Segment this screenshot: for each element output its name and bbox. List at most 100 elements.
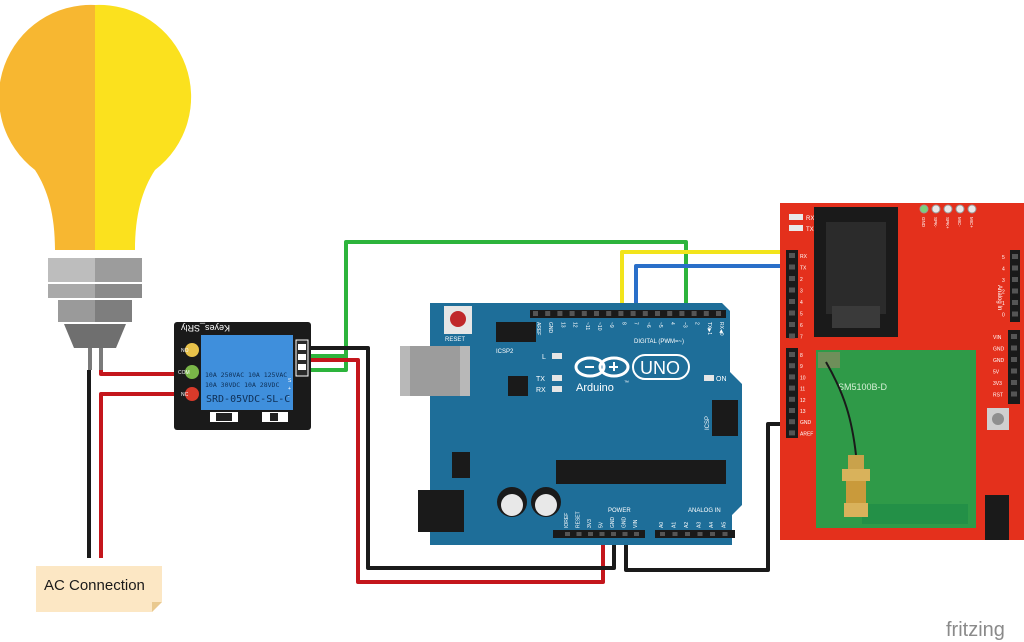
gsm-analog-pin-label: 2 bbox=[1002, 290, 1005, 296]
wire-relay-nc-to-ac bbox=[99, 392, 188, 558]
gsm-analog-pin-socket bbox=[1012, 254, 1018, 259]
gsm-lower-pin-label: GND bbox=[800, 420, 812, 426]
gsm-analog-pin-socket bbox=[1012, 265, 1018, 271]
gsm-left-pin-label: 3 bbox=[800, 289, 803, 295]
arduino-brand-label: Arduino bbox=[576, 382, 614, 394]
gsm-right-pin-label: GND bbox=[993, 347, 1005, 353]
gsm-left-pin-socket bbox=[789, 333, 795, 339]
arduino-tm-label: ™ bbox=[624, 380, 629, 386]
antenna-connector-icon bbox=[842, 455, 870, 517]
gsm-left-pin-label: RX bbox=[800, 254, 808, 260]
analog-pin-socket bbox=[685, 532, 690, 536]
led-l-label: L bbox=[542, 354, 546, 361]
digital-pin-socket bbox=[581, 311, 587, 316]
power-pin-socket bbox=[611, 532, 616, 536]
gsm-chip-label: SM5100B-D bbox=[838, 382, 888, 392]
power-pin-socket bbox=[634, 532, 639, 536]
gsm-lower-pin-socket bbox=[789, 363, 795, 369]
wire-gsm-gnd bbox=[624, 422, 792, 572]
gsm-right-pin-label: GND bbox=[993, 358, 1005, 364]
digital-pin-label: TX▶1 bbox=[706, 322, 712, 335]
relay-pin-nc: NC bbox=[181, 392, 189, 398]
power-jack bbox=[418, 490, 464, 532]
power-pin-socket bbox=[622, 532, 628, 536]
icsp2-label: ICSP2 bbox=[496, 349, 514, 355]
gsm-left-pin-socket bbox=[789, 299, 795, 304]
gsm-left-pin-label: TX bbox=[800, 266, 807, 272]
relay-terminal-nc bbox=[185, 387, 199, 401]
gsm-left-pin-label: 2 bbox=[800, 277, 803, 283]
wire-relay-gnd bbox=[304, 346, 616, 570]
gsm-audio-pin bbox=[931, 204, 941, 214]
digital-pin-label: GND bbox=[547, 322, 553, 334]
gsm-analog-pin-label: 3 bbox=[1002, 278, 1005, 284]
gsm-right-pin-socket bbox=[1011, 357, 1017, 362]
digital-pin-label: ~10 bbox=[596, 322, 602, 331]
relay-pin-com: COM bbox=[178, 370, 190, 376]
gsm-analog-pin-label: 0 bbox=[1002, 313, 1005, 319]
gsm-analog-pin-socket bbox=[1012, 288, 1018, 294]
gsm-left-pin-label: 6 bbox=[800, 323, 803, 329]
analog-pin-label: A4 bbox=[709, 522, 715, 528]
analog-pin-label: A0 bbox=[659, 522, 665, 528]
gsm-lower-pin-socket bbox=[789, 408, 795, 413]
ac-connection-label: AC Connection bbox=[44, 577, 145, 594]
gsm-lower-pin-socket bbox=[789, 419, 795, 425]
arduino-model-label: UNO bbox=[640, 358, 680, 378]
gsm-analog-pin-label: 4 bbox=[1002, 267, 1005, 273]
gsm-left-pin-socket bbox=[789, 322, 795, 327]
gsm-analog-pin-label: 1 bbox=[1002, 301, 1005, 307]
digital-pin-socket bbox=[545, 311, 551, 316]
gsm-right-pin-socket bbox=[1011, 380, 1017, 385]
gsm-audio-pin-label: SPK+ bbox=[945, 217, 950, 229]
power-label: POWER bbox=[608, 508, 631, 514]
digital-pin-socket bbox=[716, 311, 721, 316]
wire-bulb-to-relay-com bbox=[99, 370, 188, 376]
wire-yellow-rx bbox=[620, 250, 792, 313]
digital-pin-socket bbox=[594, 311, 599, 316]
analog-label: ANALOG IN bbox=[688, 508, 721, 514]
gsm-right-pin-label: 3V3 bbox=[993, 381, 1002, 387]
analog-pin-socket bbox=[672, 532, 678, 536]
power-pin-label: RESET bbox=[576, 511, 582, 528]
digital-label: DIGITAL (PWM=~) bbox=[634, 339, 684, 345]
gsm-lower-pin-label: 11 bbox=[800, 387, 805, 393]
gsm-lower-pin-label: 9 bbox=[800, 364, 803, 370]
wire-blue-tx bbox=[634, 264, 792, 313]
gsm-analog-pin-socket bbox=[1012, 277, 1018, 282]
gsm-right-pin-socket bbox=[1011, 368, 1017, 374]
gsm-left-header bbox=[786, 250, 798, 338]
analog-pin-socket bbox=[697, 532, 703, 536]
gsm-audio-pin-label: MIC- bbox=[957, 217, 962, 227]
gsm-left-pin-socket bbox=[789, 310, 795, 316]
digital-pin-socket bbox=[679, 311, 685, 316]
gsm-left-pin-socket bbox=[789, 264, 795, 270]
gsm-audio-pin bbox=[955, 204, 965, 214]
power-pin-label: GND bbox=[610, 517, 616, 529]
relay-brand-label: Keyes_SRly bbox=[180, 323, 230, 333]
led-on-label: ON bbox=[716, 376, 727, 383]
analog-pin-socket bbox=[710, 532, 715, 536]
gsm-left-pin-socket bbox=[789, 253, 795, 258]
gsm-right-pin-label: VIN bbox=[993, 335, 1002, 341]
analog-pin-label: A1 bbox=[672, 522, 678, 528]
relay-pin-no: NO bbox=[181, 348, 189, 354]
power-pin-label: 5V bbox=[599, 521, 605, 528]
power-pin-label: VIN bbox=[633, 519, 639, 528]
gsm-left-pin-socket bbox=[789, 276, 795, 281]
digital-pin-label: ~11 bbox=[584, 322, 590, 330]
digital-pin-socket bbox=[618, 311, 624, 316]
digital-pin-label: ~6 bbox=[645, 322, 651, 328]
gsm-audio-pin-label: SPK- bbox=[933, 217, 938, 228]
relay-model-label: SRD-05VDC-SL-C bbox=[206, 394, 290, 405]
power-pin-socket bbox=[565, 532, 570, 536]
digital-pin-socket bbox=[630, 311, 636, 316]
gsm-left-pin-label: 7 bbox=[800, 335, 803, 341]
digital-pin-socket bbox=[533, 311, 538, 316]
gsm-lower-pin-socket bbox=[789, 374, 795, 380]
wire-relay-signal-2 bbox=[304, 242, 348, 372]
led-tx-label: TX bbox=[536, 376, 545, 383]
led-rx-label: RX bbox=[536, 387, 546, 394]
digital-pin-label: 2 bbox=[694, 322, 700, 325]
